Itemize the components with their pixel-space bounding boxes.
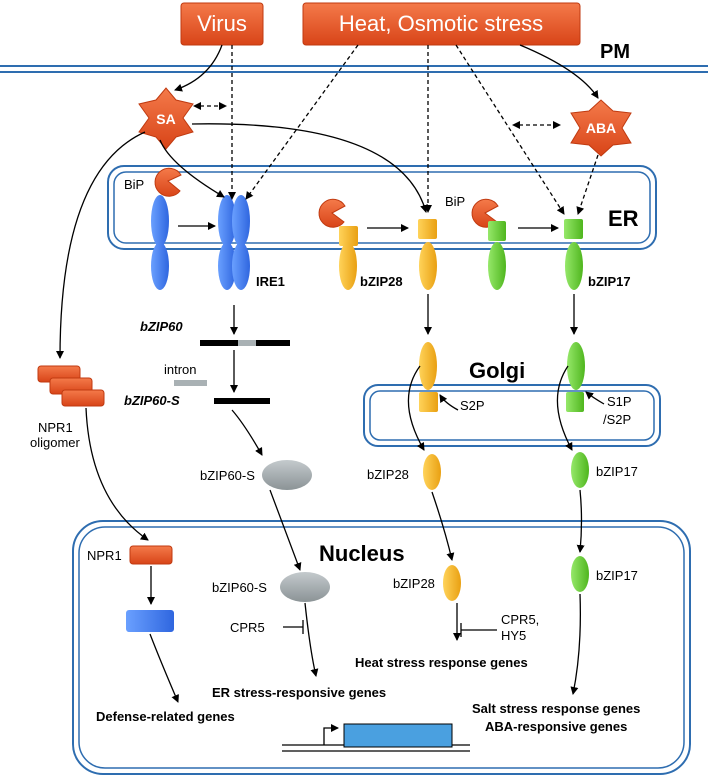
bzip17-nuc-label: bZIP17 bbox=[596, 568, 638, 583]
cpr5-hy5-label-line2: HY5 bbox=[501, 628, 526, 643]
virus-stimulus-box: Virus bbox=[180, 2, 264, 46]
heat-osmotic-label: Heat, Osmotic stress bbox=[339, 11, 543, 36]
npr1-monomerization-arrow bbox=[85, 407, 149, 541]
bzip60s-cytosolic-protein bbox=[262, 460, 312, 490]
nucleus-label: Nucleus bbox=[319, 541, 405, 566]
er-membrane bbox=[107, 165, 657, 250]
bzip60-gene-label: bZIP60 bbox=[140, 319, 183, 334]
nuclear-envelope bbox=[72, 520, 691, 775]
aba-label: ABA bbox=[586, 120, 616, 136]
stimulus-arrows bbox=[56, 44, 599, 359]
golgi-label: Golgi bbox=[469, 358, 525, 383]
aba-star: ABA bbox=[570, 99, 632, 157]
plasma-membrane bbox=[0, 65, 708, 73]
intron-label: intron bbox=[164, 362, 197, 377]
bzip28-er-label: bZIP28 bbox=[360, 274, 403, 289]
s2p-cleavage-arrow bbox=[439, 394, 459, 411]
virus-label: Virus bbox=[197, 11, 247, 36]
heat-osmotic-stimulus-box: Heat, Osmotic stress bbox=[302, 2, 581, 46]
translation-arrow bbox=[231, 409, 263, 456]
bzip17-er-label: bZIP17 bbox=[588, 274, 631, 289]
salt-stress-genes-label: Salt stress response genes bbox=[472, 701, 640, 716]
er-label: ER bbox=[608, 206, 639, 231]
bzip28-nuc-label: bZIP28 bbox=[393, 576, 435, 591]
cpr5-label: CPR5 bbox=[230, 620, 265, 635]
npr1-nuclear-protein bbox=[129, 545, 173, 565]
bzip28-nuclear-protein bbox=[443, 565, 461, 601]
bzip28-cytosolic-protein bbox=[423, 454, 441, 490]
cpr5-hy5-label-line1: CPR5, bbox=[501, 612, 539, 627]
bzip60s-to-er-genes-arrow bbox=[304, 602, 319, 677]
bzip28-release-golgi-arrow bbox=[407, 365, 425, 451]
bip-label-2: BiP bbox=[445, 194, 465, 209]
npr1-to-defense-arrow bbox=[149, 633, 179, 703]
bzip17-nuclear-protein bbox=[571, 556, 589, 592]
bzip17-nuclear-import-arrow bbox=[576, 489, 585, 553]
er-stress-genes-label: ER stress-responsive genes bbox=[212, 685, 386, 700]
gene-schematic bbox=[282, 723, 470, 752]
defense-genes-label: Defense-related genes bbox=[96, 709, 235, 724]
bzip60-mrna bbox=[200, 340, 290, 346]
bzip60s-nuc-label: bZIP60-S bbox=[212, 580, 267, 595]
bzip17-cytosolic-protein bbox=[571, 452, 589, 488]
bzip28-nuclear-import-arrow bbox=[431, 491, 455, 561]
bzip17-release-golgi-arrow bbox=[556, 365, 573, 451]
bzip17-released bbox=[564, 219, 583, 290]
npr1-oligomer bbox=[37, 365, 105, 407]
ire1-label: IRE1 bbox=[256, 274, 285, 289]
ire1-active-dimer bbox=[218, 195, 250, 290]
bzip17-inactive bbox=[488, 221, 506, 290]
s2p-label: S2P bbox=[460, 398, 485, 413]
sa-star: SA bbox=[138, 87, 194, 150]
npr1-label: NPR1 bbox=[87, 548, 122, 563]
intron-fragment bbox=[174, 380, 207, 386]
sa-label: SA bbox=[156, 111, 175, 127]
bzip60s-gene-label: bZIP60-S bbox=[124, 393, 180, 408]
s1p-s2p-label-line2: /S2P bbox=[603, 412, 631, 427]
npr1-active-protein bbox=[126, 610, 174, 632]
bzip60s-nuclear-import-arrow bbox=[269, 489, 302, 571]
bzip17-golgi-form bbox=[566, 342, 585, 412]
bzip60s-cyto-label: bZIP60-S bbox=[200, 468, 255, 483]
bzip60s-mrna bbox=[214, 398, 270, 404]
npr1-oligomer-label-line1: NPR1 bbox=[38, 420, 73, 435]
bip-chaperone-ire1 bbox=[154, 167, 182, 197]
bzip28-released bbox=[418, 219, 437, 290]
pm-label: PM bbox=[600, 41, 630, 63]
bzip17-to-salt-genes-arrow bbox=[570, 593, 582, 695]
bzip60s-nuclear-protein bbox=[280, 572, 330, 602]
bzip28-cyto-label: bZIP28 bbox=[367, 467, 409, 482]
bzip28-inactive bbox=[339, 226, 358, 290]
ire1-inactive-monomer bbox=[151, 195, 169, 290]
bip-chaperone-bzip28 bbox=[318, 198, 346, 228]
bip-label-1: BiP bbox=[124, 177, 144, 192]
heat-stress-genes-label: Heat stress response genes bbox=[355, 655, 528, 670]
s1p-s2p-cleavage-arrow bbox=[585, 391, 605, 405]
bzip28-golgi-form bbox=[419, 342, 438, 412]
s1p-s2p-label-line1: S1P bbox=[607, 394, 632, 409]
aba-responsive-genes-label: ABA-responsive genes bbox=[485, 719, 627, 734]
npr1-oligomer-label-line2: oligomer bbox=[30, 435, 81, 450]
bzip17-cyto-label: bZIP17 bbox=[596, 464, 638, 479]
golgi-membrane bbox=[363, 384, 661, 447]
